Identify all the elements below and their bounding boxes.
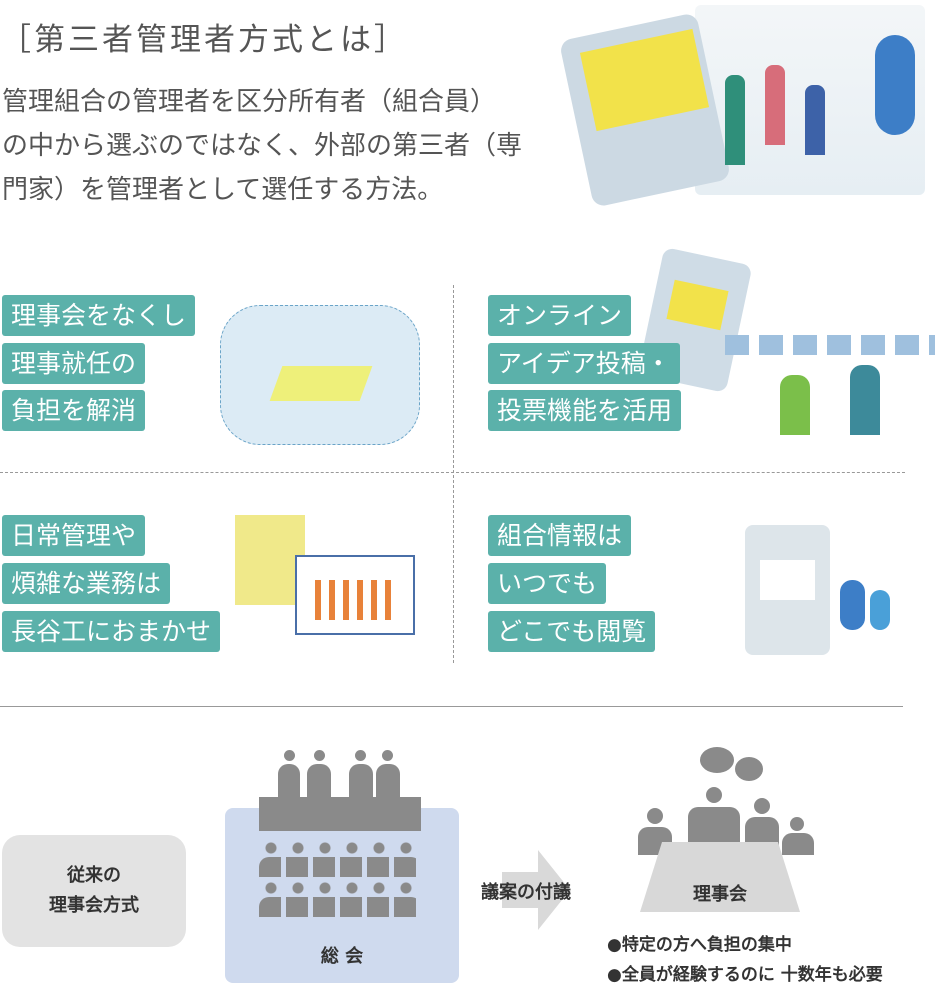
lead-paragraph: 管理組合の管理者を区分所有者（組合員） の中から選ぶのではなく、外部の第三者（専… — [2, 80, 562, 212]
conventional-label-box: 従来の 理事会方式 — [2, 835, 186, 947]
conventional-label-line: 理事会方式 — [49, 895, 139, 916]
building-chart-illustration — [195, 500, 435, 660]
lead-line: の中から選ぶのではなく、外部の第三者（専 — [2, 131, 523, 161]
feature-label: どこでも閲覧 — [488, 611, 656, 652]
section-title: ［第三者管理者方式とは］ — [0, 22, 408, 58]
podium-table — [259, 797, 421, 831]
feature-label: いつでも — [488, 563, 607, 604]
online-voting-illustration — [637, 247, 939, 440]
feature-label: 理事会をなくし — [2, 295, 196, 336]
vertical-divider — [453, 285, 454, 663]
feature-label: オンライン — [488, 295, 632, 336]
meeting-room-illustration — [220, 305, 420, 445]
audience-row — [259, 857, 421, 877]
arrow-icon — [502, 850, 570, 930]
lead-line: 管理組合の管理者を区分所有者（組合員） — [2, 87, 497, 117]
feature-label: 煩雑な業務は — [2, 563, 171, 604]
panel-people-icon — [276, 750, 406, 797]
section-divider — [0, 706, 903, 707]
feature-label: 長谷工におまかせ — [2, 611, 221, 652]
lead-line: 門家）を管理者として選任する方法。 — [2, 175, 444, 205]
arrow-label: 議案の付議 — [481, 882, 571, 903]
feature-label: アイデア投稿・ — [488, 343, 680, 384]
feature-label: 日常管理や — [2, 515, 146, 556]
board-label: 理事会 — [693, 884, 747, 905]
feature-label: 投票機能を活用 — [488, 390, 682, 431]
audience-row — [259, 897, 421, 917]
smartphone-illustration — [735, 520, 895, 660]
board-people-icon — [610, 745, 840, 855]
feature-label: 負担を解消 — [2, 390, 146, 431]
conventional-label-line: 従来の — [67, 865, 121, 886]
horizontal-divider — [0, 472, 905, 473]
feature-label: 理事就任の — [2, 343, 146, 384]
board-table-shape — [640, 842, 800, 912]
general-meeting-label: 総 会 — [320, 946, 364, 967]
feature-label: 組合情報は — [488, 515, 632, 556]
phone-crowd-illustration — [558, 5, 935, 225]
issue-bullet: ●全員が経験するのに 十数年も必要 — [607, 965, 883, 985]
issue-bullet: ●特定の方へ負担の集中 — [607, 935, 792, 955]
